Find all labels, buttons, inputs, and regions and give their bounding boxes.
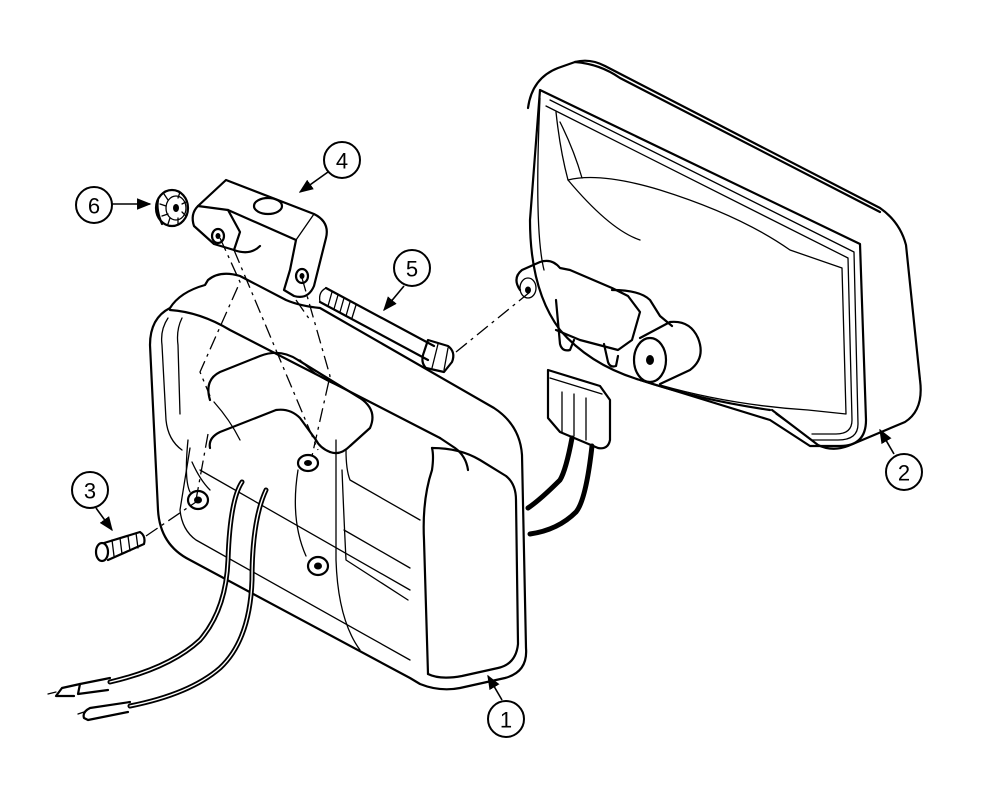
- lock-washer: [154, 188, 190, 228]
- callout-5: 5: [393, 249, 431, 287]
- lamp-housing: [148, 272, 528, 691]
- mounting-bracket: [191, 178, 328, 298]
- mounting-screw: [94, 530, 146, 563]
- callout-3-label: 3: [84, 479, 96, 504]
- lamp-lens-assembly: [515, 59, 922, 450]
- assembly-center-lines: [145, 237, 531, 537]
- connector-plug: [525, 368, 612, 537]
- callout-6: 6: [75, 186, 113, 224]
- callout-5-label: 5: [406, 257, 418, 282]
- callout-2: 2: [885, 453, 923, 491]
- callout-1: 1: [487, 700, 525, 738]
- hex-bolt: [318, 286, 455, 374]
- callout-3: 3: [71, 471, 109, 509]
- callout-2-label: 2: [898, 461, 910, 486]
- callout-1-label: 1: [500, 708, 512, 733]
- callout-leaders: [95, 171, 895, 701]
- callout-4-label: 4: [336, 149, 348, 174]
- callout-4: 4: [323, 141, 361, 179]
- callout-6-label: 6: [88, 194, 100, 219]
- wiring-leads: [47, 479, 269, 722]
